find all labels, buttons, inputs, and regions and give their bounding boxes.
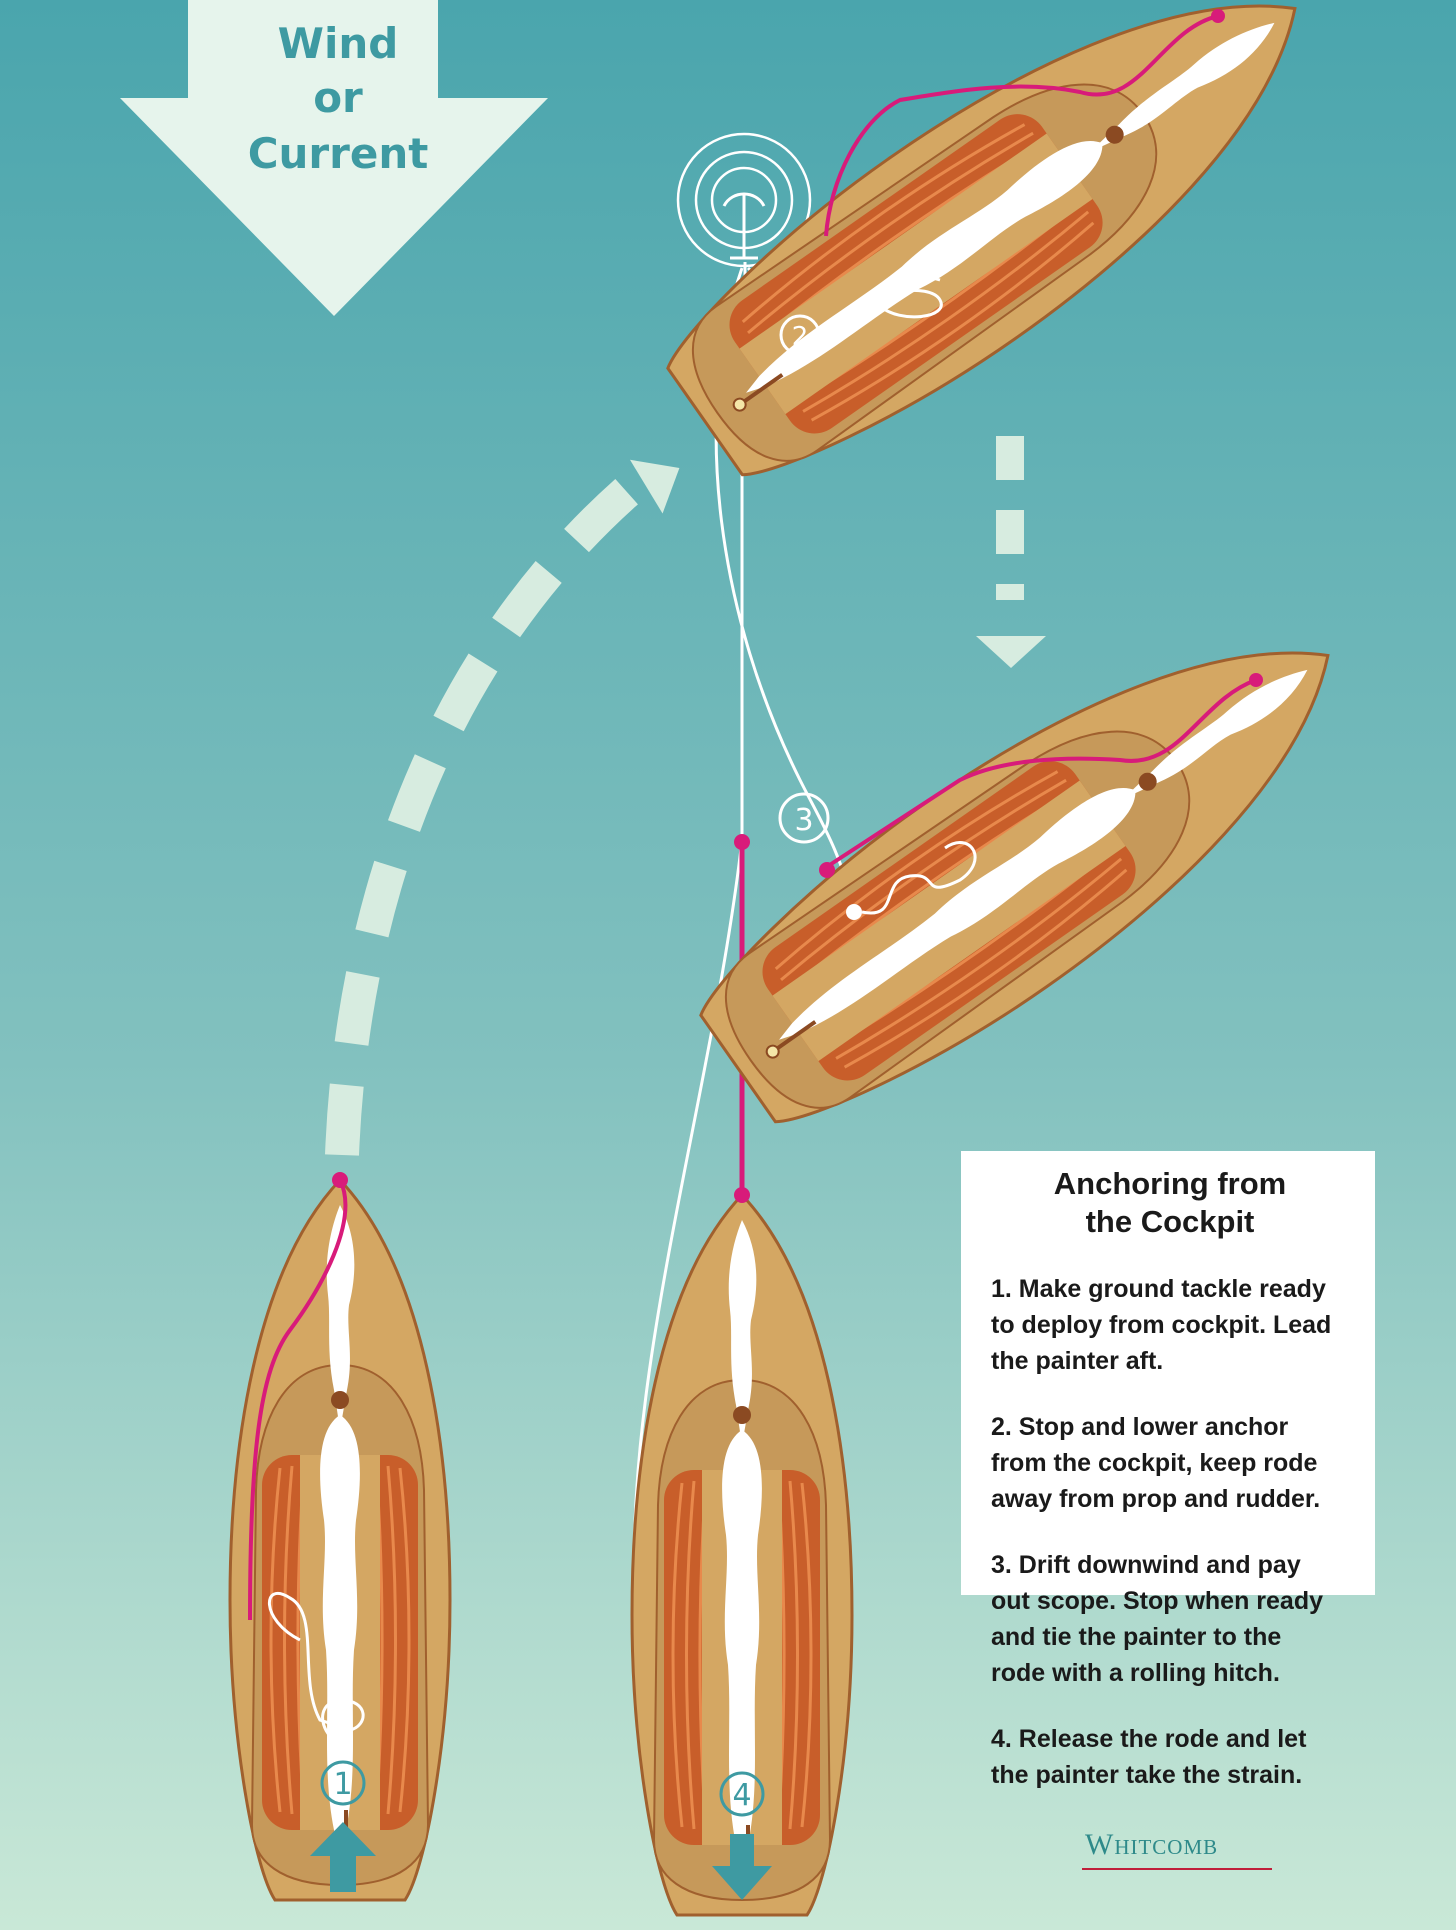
anchor-target-icon [676, 132, 812, 268]
instruction-title-line1: Anchoring from [1053, 1166, 1287, 1201]
step-number-2: 2 [792, 322, 809, 352]
drift-arrowhead [976, 636, 1046, 668]
rode-float-boat-3 [846, 904, 862, 920]
instruction-title: Anchoring from the Cockpit [991, 1165, 1349, 1241]
instruction-step-4: 4. Release the rode and let the painter … [991, 1725, 1307, 1789]
wind-direction-arrow [120, 0, 548, 316]
coiled-rode-boat-1 [267, 1591, 365, 1737]
step-marker-2: 2 [779, 314, 821, 356]
instruction-panel: Anchoring from the Cockpit 1. Make groun… [961, 1151, 1375, 1789]
instruction-step-2: 2. Stop and lower anchor from the cockpi… [991, 1413, 1321, 1513]
painter-line-boat-2 [824, 14, 1219, 237]
step-marker-1: 1 [320, 1760, 366, 1806]
painter-knot-boat-4-bow [734, 1187, 750, 1203]
painter-line-boat-3 [823, 678, 1257, 870]
wind-label-line3: Current [248, 129, 429, 178]
painter-knot-boat-1 [332, 1172, 348, 1188]
step-marker-4: 4 [719, 1771, 765, 1817]
instruction-step-3: 3. Drift downwind and pay out scope. Sto… [991, 1551, 1323, 1687]
coiled-rode-boat-2 [840, 275, 943, 320]
reverse-arrow-icon [712, 1834, 772, 1900]
instruction-step-1: 1. Make ground tackle ready to deploy fr… [991, 1275, 1332, 1375]
step-number-3: 3 [794, 803, 813, 838]
artist-signature: Whitcomb [1085, 1828, 1219, 1861]
coiled-rode-boat-3 [861, 841, 977, 915]
painter-knot-boat-3-rode [819, 862, 835, 878]
forward-arrow-icon [310, 1822, 376, 1892]
step-number-1: 1 [333, 1767, 352, 1802]
motion-path-arrow [325, 467, 652, 1156]
painter-knot-boat-2 [1211, 9, 1225, 23]
painter-knot-boat-3-bow [1249, 673, 1263, 687]
step-number-4: 4 [732, 1778, 751, 1813]
wind-label-line1: Wind [278, 19, 399, 68]
wind-label-line2: or [313, 73, 363, 122]
instruction-title-line2: the Cockpit [1085, 1204, 1255, 1239]
painter-knot-rolling-hitch [734, 834, 750, 850]
motion-path-arrowhead [630, 459, 680, 514]
signature-underline [1082, 1868, 1272, 1870]
step-marker-3: 3 [778, 792, 830, 844]
painter-line-boat-1 [248, 1179, 348, 1621]
